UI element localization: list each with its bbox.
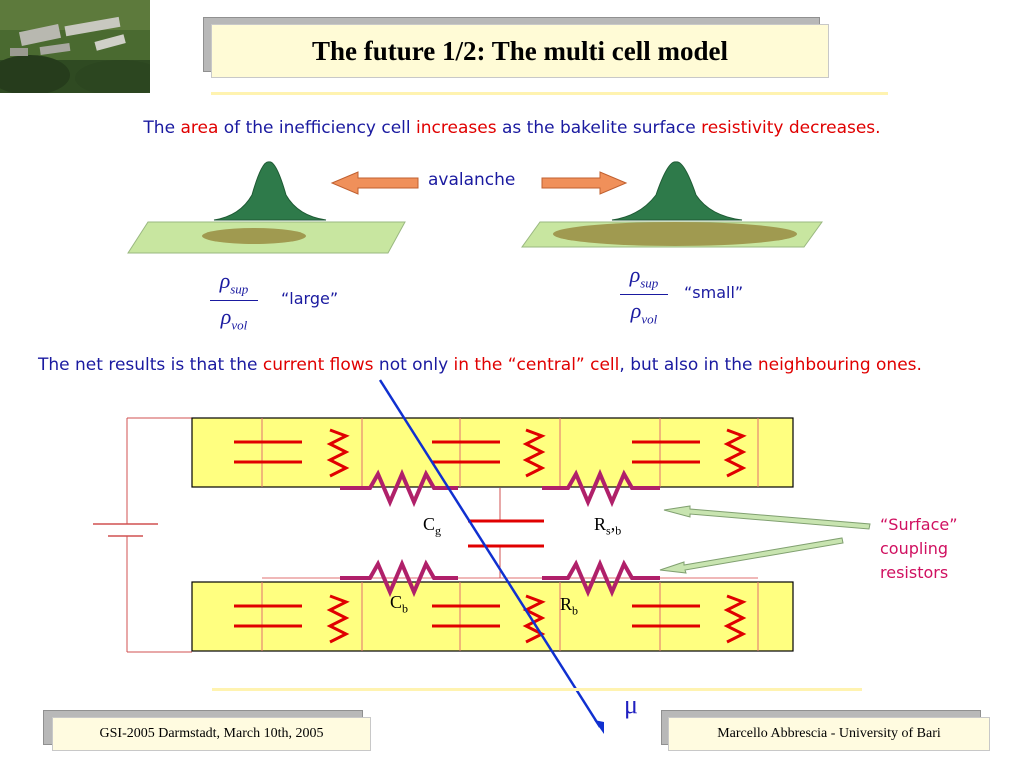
cell-dividers	[261, 418, 759, 651]
statement-part: resistivity decreases.	[701, 118, 881, 138]
title-box: The future 1/2: The multi cell model	[211, 24, 829, 78]
site-photo	[0, 0, 150, 93]
aerial-photo-image	[0, 0, 150, 93]
note-line: coupling	[880, 539, 949, 558]
avalanche-peak-right	[611, 161, 743, 221]
statement-part: as the bakelite surface	[501, 118, 702, 138]
page-title: The future 1/2: The multi cell model	[312, 35, 728, 66]
footer-right: Marcello Abbrescia - University of Bari	[668, 717, 990, 751]
result-part: not only	[378, 355, 454, 375]
muon-arrowhead-icon	[594, 720, 604, 734]
cg-sub: g	[435, 523, 442, 538]
annotation-arrow-upper-icon	[663, 505, 871, 530]
title-underline	[211, 92, 888, 95]
resistors-upper	[326, 428, 747, 478]
note-line: “Surface”	[880, 515, 958, 534]
inefficiency-area-right	[553, 222, 797, 246]
fraction-bar	[620, 294, 668, 296]
rb-label: Rb	[560, 594, 578, 619]
capacitors-upper	[234, 440, 700, 464]
ratio-numerator: ρsup	[616, 262, 672, 291]
fraction-bar	[210, 300, 258, 302]
surface-coupling-note: “Surface” coupling resistors	[880, 513, 958, 585]
ratio-label-small: “small”	[684, 283, 744, 302]
capacitors-lower	[234, 604, 700, 628]
rb-main: R	[560, 594, 573, 614]
ratio-numerator: ρsup	[206, 268, 262, 297]
rho-symbol: ρ	[629, 262, 641, 287]
ratio-right: ρsup ρvol	[616, 262, 672, 328]
result-part: in the “central” cell	[453, 355, 620, 375]
inefficiency-area-left	[202, 228, 306, 244]
annotation-arrow-lower-icon	[659, 537, 844, 574]
vol-subscript: vol	[641, 311, 658, 327]
muon-track	[378, 379, 602, 728]
statement-part: increases	[416, 118, 502, 138]
arrow-right-icon	[541, 171, 628, 195]
statement-part: The	[143, 118, 181, 138]
rb-sub: b	[572, 603, 579, 618]
sup-subscript: sup	[640, 275, 659, 291]
cb-label: Cb	[390, 592, 408, 617]
result-text: The net results is that the current flow…	[38, 352, 998, 378]
avalanche-peak-left	[213, 161, 327, 221]
rho-symbol: ρ	[220, 304, 232, 330]
bias-circuit	[126, 417, 192, 653]
footer-right-text: Marcello Abbrescia - University of Bari	[717, 726, 941, 741]
rho-symbol: ρ	[630, 298, 642, 324]
gas-gap-upper	[191, 417, 794, 488]
rsb-sub: s	[606, 523, 611, 538]
result-part: neighbouring ones.	[757, 355, 922, 375]
result-part: current flows	[262, 355, 379, 375]
rsb-label: Rs,b	[594, 514, 621, 539]
ratio-denominator: ρvol	[616, 298, 672, 327]
muon-symbol: μ	[624, 690, 638, 719]
arrow-left-icon	[330, 171, 419, 195]
sup-subscript: sup	[230, 281, 249, 297]
bottom-rule	[212, 688, 862, 691]
cg-main: C	[423, 514, 436, 534]
rsb-sep: ,	[610, 514, 616, 534]
ratio-label-large: “large”	[281, 289, 339, 308]
cb-sub: b	[402, 601, 409, 616]
ratio-denominator: ρvol	[206, 304, 262, 333]
statement-text: The area of the inefficiency cell increa…	[0, 118, 1024, 138]
rho-symbol: ρ	[219, 268, 231, 293]
result-part: , but also in the	[619, 355, 758, 375]
surface-resistors	[340, 468, 660, 598]
footer-left: GSI-2005 Darmstadt, March 10th, 2005	[52, 717, 371, 751]
cg-capacitor	[468, 488, 544, 578]
cb-main: C	[390, 592, 403, 612]
gas-gap-lower	[191, 581, 794, 652]
rsb-sub2: b	[615, 523, 622, 538]
rsb-main: R	[594, 514, 607, 534]
avalanche-label: avalanche	[428, 170, 516, 190]
note-line: resistors	[880, 563, 949, 582]
footer-left-text: GSI-2005 Darmstadt, March 10th, 2005	[99, 726, 324, 741]
result-part: The net results is that the	[38, 355, 263, 375]
cg-label: Cg	[423, 514, 441, 539]
statement-part: area	[180, 118, 224, 138]
ratio-left: ρsup ρvol	[206, 268, 262, 334]
vol-subscript: vol	[231, 317, 248, 333]
statement-part: of the inefficiency cell	[223, 118, 417, 138]
